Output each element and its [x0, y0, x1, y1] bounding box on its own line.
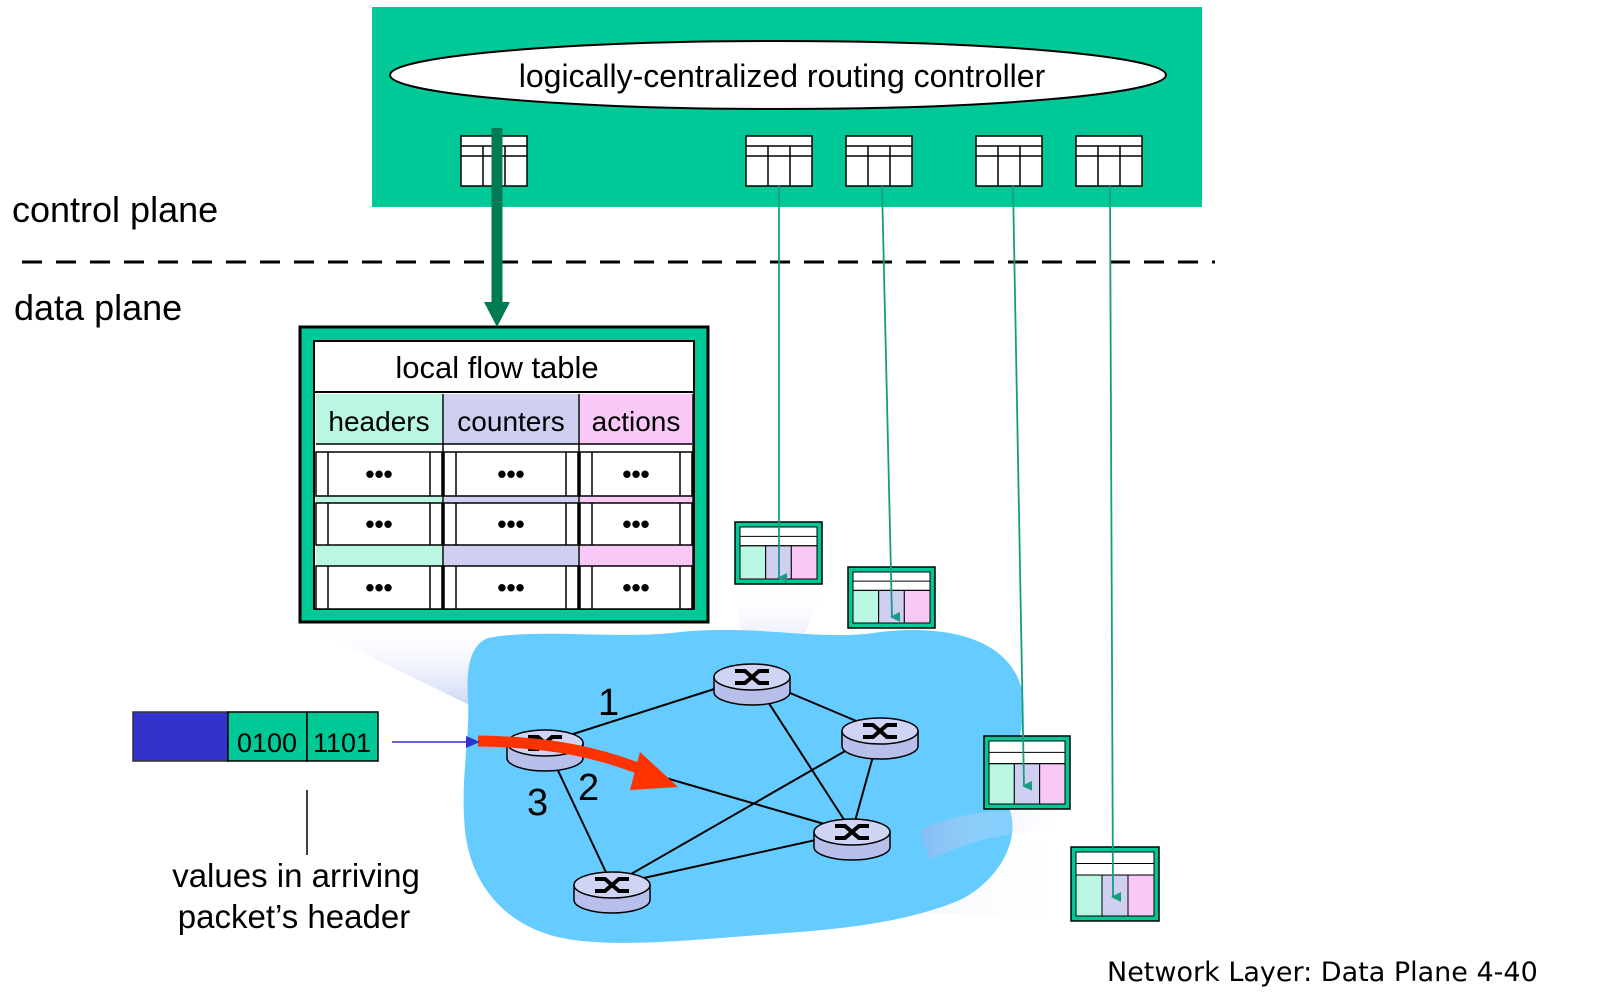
controller-label: logically-centralized routing controller [519, 58, 1046, 94]
packet-caption-line1: values in arriving [172, 857, 420, 894]
control-plane-label: control plane [12, 189, 218, 230]
controller-table-icon [975, 135, 1043, 187]
flow-table-cell: ••• [622, 573, 649, 603]
flow-table-title: local flow table [395, 350, 598, 385]
control-link-arrow [1012, 185, 1033, 791]
controller-table-icon [745, 135, 813, 187]
flow-table-cell: ••• [497, 573, 524, 603]
packet-field-2: 1101 [313, 728, 371, 758]
network-cloud [463, 629, 1024, 943]
slide-footer: Network Layer: Data Plane 4-40 [1107, 957, 1538, 987]
router-icon [713, 663, 791, 706]
packet-field-1: 0100 [237, 728, 297, 758]
controller-ellipse [389, 40, 1167, 110]
control-link-arrow [1109, 185, 1122, 902]
flow-table-column-header: headers [328, 406, 429, 437]
controller-table-icon [1075, 135, 1143, 187]
router-flow-table-icon [983, 735, 1071, 810]
routers [506, 663, 919, 914]
local-flow-table: local flow table headers ••• ••• ••• counter… [298, 325, 710, 624]
data-plane-label: data plane [14, 287, 182, 328]
forwarding-arrow [477, 735, 653, 779]
flow-table-columns: headers ••• ••• ••• counters ••• ••• ••• actions… [315, 394, 694, 610]
router-icon [841, 717, 919, 760]
flow-table-cell: ••• [622, 459, 649, 489]
flow-table-cell: ••• [497, 509, 524, 539]
flow-table-cell: ••• [497, 459, 524, 489]
port-label-2: 2 [578, 767, 599, 809]
control-push-arrowhead [484, 302, 510, 327]
router-icon [813, 818, 891, 861]
flow-table-cell: ••• [622, 509, 649, 539]
cloud-edge-glow [920, 810, 1070, 860]
control-link-arrow [881, 185, 901, 622]
controller-to-router-links [777, 185, 1122, 902]
port-label-1: 1 [598, 682, 619, 724]
packet-arrowhead [466, 736, 480, 748]
controller-table-icon [845, 135, 913, 187]
controller-table-icons [460, 135, 1143, 187]
flow-table-column-header: counters [457, 406, 564, 437]
forwarding-arrowhead [630, 752, 678, 790]
flow-table-cell: ••• [365, 573, 392, 603]
flow-table-column-header: actions [592, 406, 681, 437]
packet-caption-line2: packet’s header [178, 898, 410, 935]
port-label-3: 3 [527, 782, 548, 824]
flow-table-cell: ••• [365, 509, 392, 539]
router-icon [573, 871, 651, 914]
router-flow-table-icon [1070, 846, 1160, 922]
arriving-packet: 0100 1101 [132, 711, 379, 762]
flow-table-cell: ••• [365, 459, 392, 489]
